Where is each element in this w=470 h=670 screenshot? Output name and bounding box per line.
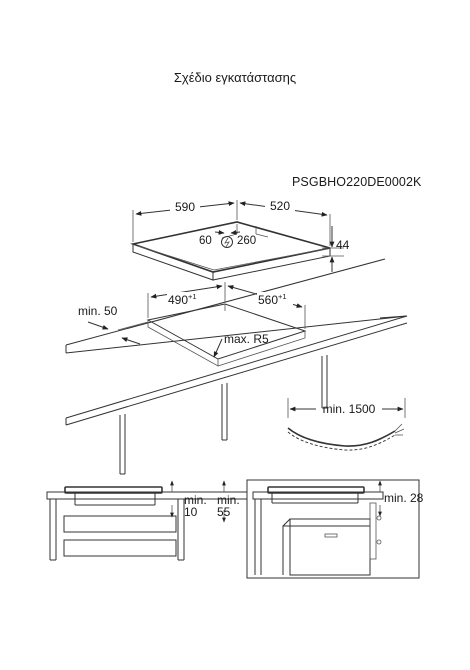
min-28-label: min. 28 bbox=[384, 491, 424, 505]
min-back-distance-label: min. 50 bbox=[78, 304, 118, 318]
min-55-label: min. bbox=[217, 493, 240, 507]
cutout-width-label: 490+1 bbox=[168, 292, 197, 307]
cutout-depth-label: 560+1 bbox=[258, 292, 287, 307]
worktop-cutout bbox=[146, 303, 307, 367]
power-cable bbox=[287, 423, 405, 451]
cutout-radius-label: max. R5 bbox=[224, 332, 269, 346]
document-code: PSGBHO220DE0002K bbox=[292, 175, 422, 189]
hob-width-label: 590 bbox=[175, 200, 195, 214]
page-title: Σχέδιο εγκατάστασης bbox=[173, 70, 297, 85]
min-10-value: 10 bbox=[184, 505, 198, 519]
section-right-drawing bbox=[252, 486, 384, 576]
cabinet-legs bbox=[119, 355, 328, 475]
hob-height-label: 44 bbox=[336, 238, 350, 252]
cable-right-offset: 260 bbox=[237, 235, 256, 247]
worktop-drawing bbox=[65, 258, 408, 426]
hob-depth-label: 520 bbox=[270, 199, 290, 213]
section-left-drawing bbox=[46, 486, 248, 561]
min-10-label: min. bbox=[184, 493, 207, 507]
min-55-value: 55 bbox=[217, 505, 231, 519]
section-right-frame bbox=[246, 479, 420, 579]
cable-left-offset: 60 bbox=[199, 235, 212, 247]
hob-drawing bbox=[130, 221, 331, 281]
cable-length-label: min. 1500 bbox=[323, 402, 376, 416]
